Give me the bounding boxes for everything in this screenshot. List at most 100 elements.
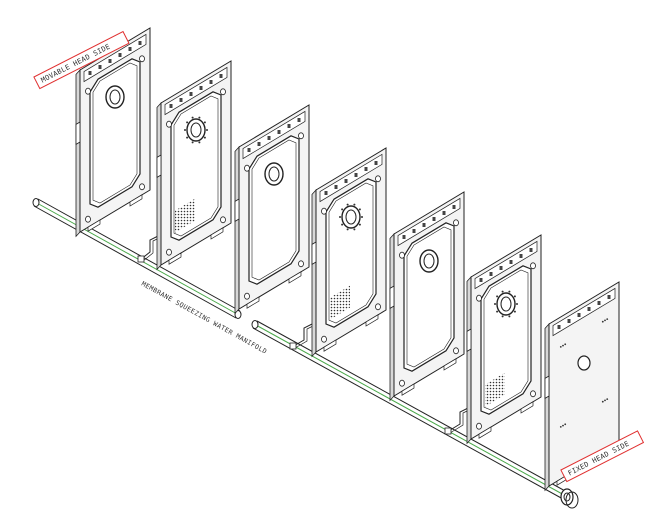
plate-5-chamber — [389, 191, 465, 402]
plate-corner-port — [244, 292, 250, 300]
plate-handle-notch — [247, 148, 251, 152]
plate-bolt — [191, 116, 194, 119]
plate-handle-notch — [374, 161, 378, 165]
plate-bolt — [358, 223, 361, 226]
plate-handle-notch — [199, 86, 203, 90]
plate-edge — [544, 322, 550, 492]
plate-corner-port — [220, 88, 226, 96]
plate-handle-notch — [489, 272, 493, 276]
plate-top-bar — [319, 153, 383, 203]
plate-edge — [234, 145, 240, 315]
head-port-dot — [601, 400, 604, 403]
plate-chamber-inner — [406, 226, 452, 368]
plate-corner-port — [220, 216, 226, 224]
plate-feed-hole-inner — [345, 209, 357, 225]
plate-foot — [210, 227, 224, 240]
plate-corner-port — [321, 335, 327, 343]
plate-bolt — [341, 208, 344, 211]
head-feed-hole — [577, 355, 591, 371]
plate-foot — [401, 383, 415, 396]
plate-foot — [520, 401, 534, 414]
plate-bolt — [361, 216, 363, 218]
plate-handle-notch — [297, 118, 301, 122]
plate-corner-port — [166, 248, 172, 256]
plate-drainage-pattern — [485, 372, 505, 407]
manifold-pipe-upper — [32, 198, 242, 319]
plate-handle-notch — [364, 167, 368, 171]
plate-chamber — [325, 178, 377, 328]
plate-bolt — [494, 303, 496, 305]
plate-handle-notch — [138, 41, 142, 45]
plate-foot — [246, 296, 260, 309]
movable-head-tag-border — [33, 30, 130, 90]
plate-feed-hole-inner — [190, 122, 202, 138]
plate-edge — [389, 232, 395, 402]
plate-bolt — [513, 310, 516, 313]
plate-bolt — [496, 295, 499, 298]
plate-handle-notch — [354, 173, 358, 177]
manifold-pipe-lower — [251, 320, 568, 500]
plate-chamber — [170, 91, 222, 241]
plate-6-membrane — [466, 234, 542, 445]
plate-foot — [443, 358, 457, 371]
head-top-bar — [552, 287, 616, 337]
plate-side-ear — [311, 241, 317, 266]
plate-handle-notch — [98, 65, 102, 69]
plate-handle-notch — [452, 205, 456, 209]
plate-bolt — [358, 208, 361, 211]
plate-bolt — [203, 121, 206, 124]
plate-corner-port — [298, 132, 304, 140]
plate-handle-notch — [118, 53, 122, 57]
head-port-dot — [604, 319, 606, 322]
plate-corner-port — [476, 294, 482, 302]
head-port-dot — [559, 426, 562, 428]
plate-feed-hole-inner — [423, 253, 435, 269]
plate-bolt — [186, 136, 189, 139]
plate-bolt — [186, 121, 189, 124]
plate-bolt — [341, 223, 344, 226]
plate-corner-port — [139, 55, 145, 63]
plate-handle-notch — [422, 223, 426, 227]
plate-corner-port — [85, 215, 91, 223]
plate-feed-hole-inner — [109, 89, 121, 105]
head-handle-notch — [557, 325, 561, 329]
plate-top-bar — [164, 66, 228, 116]
plate-3-chamber — [234, 104, 310, 315]
plate-bolt — [339, 216, 341, 218]
filter-plates — [75, 27, 620, 492]
plate-corner-port — [530, 390, 536, 398]
plate-handle-notch — [128, 47, 132, 51]
plate-handle-notch — [189, 92, 193, 96]
plate-edge — [311, 188, 317, 358]
manifold-end-flange — [560, 488, 579, 509]
head-port-dot — [559, 346, 562, 348]
plate-side-ear — [75, 121, 81, 146]
plate-drainage-pattern — [175, 198, 195, 233]
plate-corner-port — [139, 183, 145, 191]
plate-corner-port — [375, 175, 381, 183]
head-side-ear — [544, 375, 550, 400]
plate-bolt — [203, 136, 206, 139]
plate-corner-port — [453, 219, 459, 227]
head-port-dot — [562, 344, 564, 347]
fixed-head-tag-border — [560, 430, 645, 483]
plate-bolt — [496, 310, 499, 313]
head-port-dot — [606, 398, 609, 400]
plate-bolt — [206, 129, 208, 131]
plate-foot — [323, 339, 337, 352]
plate-top-bar — [83, 33, 147, 83]
plate-bolt — [198, 141, 201, 144]
plate-side-ear — [234, 198, 240, 223]
plate-handle-notch — [219, 74, 223, 78]
plate-chamber — [89, 58, 141, 208]
plate-handle-notch — [509, 260, 513, 264]
plate-side-ear — [389, 285, 395, 310]
head-port-dot — [562, 424, 564, 427]
plate-foot — [129, 194, 143, 207]
plate-chamber — [248, 135, 300, 285]
plate-handle-notch — [169, 104, 173, 108]
plate-corner-port — [399, 379, 405, 387]
plate-handle-notch — [432, 217, 436, 221]
plate-bolt — [353, 203, 356, 206]
